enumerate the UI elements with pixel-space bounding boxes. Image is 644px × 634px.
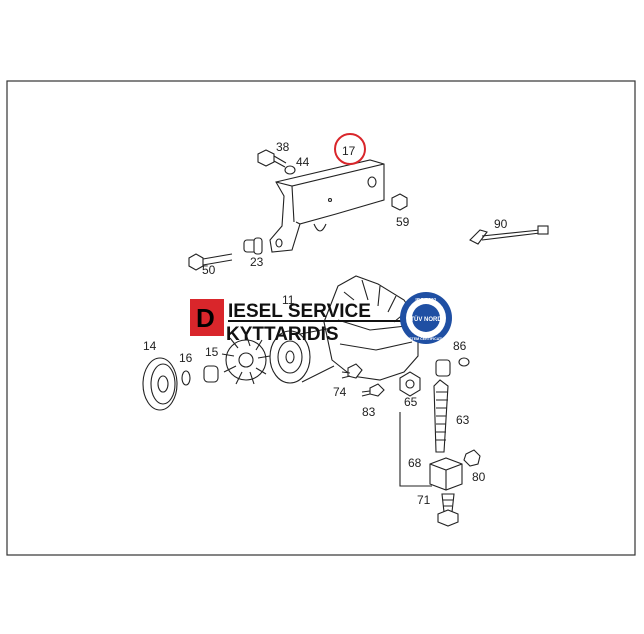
seal-brand: TÜV NORD (410, 316, 442, 323)
part-80-nut (463, 449, 481, 467)
assembly-line (399, 412, 432, 487)
part-59-nut (391, 193, 408, 211)
label-86: 86 (453, 339, 467, 353)
part-50-bolt (188, 253, 233, 271)
part-83-bolt (361, 383, 385, 397)
seal-bottom-text: SYSTEM CERTIFICATION (404, 337, 448, 341)
label-80: 80 (472, 470, 486, 484)
part-14-pulley (142, 357, 178, 411)
label-15: 15 (205, 345, 219, 359)
label-71: 71 (417, 493, 431, 507)
label-50: 50 (202, 263, 216, 277)
label-65: 65 (404, 395, 418, 409)
part-74-bolt (341, 363, 363, 379)
part-86-washer (458, 357, 470, 367)
label-44: 44 (296, 155, 310, 169)
part-11-alternator (269, 275, 419, 384)
label-59: 59 (396, 215, 410, 229)
diesel-service-logo: D IESEL SERVICE KYTTARIDIS (190, 299, 406, 345)
label-17: 17 (342, 144, 356, 158)
certification-seal: ISO 9001 TÜV NORD SYSTEM CERTIFICATION (400, 292, 452, 344)
label-63: 63 (456, 413, 470, 427)
logo-d-box (190, 299, 224, 336)
part-63-adjuster (433, 359, 451, 453)
part-23-bush (243, 237, 263, 255)
part-16-washer (181, 370, 191, 386)
label-74: 74 (333, 385, 347, 399)
label-83: 83 (362, 405, 376, 419)
logo-underline (228, 320, 406, 322)
part-71-bolt (437, 493, 459, 527)
seal-top-text: ISO 9001 (415, 298, 436, 304)
part-68-block (429, 457, 463, 491)
part-15-spacer (203, 365, 219, 383)
diagram-frame (6, 80, 636, 556)
label-90: 90 (494, 217, 508, 231)
label-11: 11 (282, 293, 295, 307)
logo-initial: D (196, 303, 215, 333)
part-17-bracket (269, 159, 385, 253)
label-68: 68 (408, 456, 422, 470)
logo-line-2: KYTTARIDIS (226, 324, 339, 345)
label-38: 38 (276, 140, 290, 154)
label-16: 16 (179, 351, 193, 365)
part-44-washer (284, 165, 296, 175)
part-15-fan (221, 333, 271, 385)
label-23: 23 (250, 255, 264, 269)
part-90-cable (469, 225, 549, 245)
part-65-nut (399, 371, 421, 397)
label-14: 14 (143, 339, 157, 353)
highlight-circle (334, 133, 366, 165)
part-38-bolt (257, 149, 287, 168)
logo-line-1: IESEL SERVICE (228, 301, 371, 322)
